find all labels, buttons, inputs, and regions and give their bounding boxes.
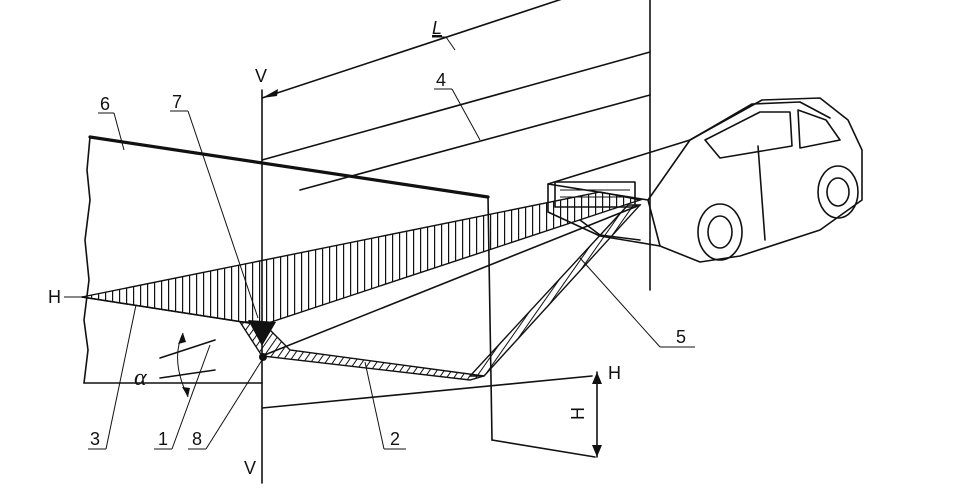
- angle-line-1: [159, 339, 216, 359]
- ground-back-line: [299, 94, 651, 191]
- ground-line-front: [261, 375, 593, 409]
- callout-3: 3: [90, 429, 100, 449]
- angle-alpha: α: [134, 332, 216, 398]
- beam-hatched-upper: [81, 191, 643, 326]
- hood-line: [547, 139, 691, 201]
- beam-center-line: [261, 204, 641, 357]
- height-measure: H: [568, 371, 602, 458]
- distance-l: L: [262, 18, 456, 98]
- h-left-label: H: [48, 287, 61, 307]
- callout-7: 7: [172, 92, 182, 112]
- front-wheel: [697, 203, 743, 261]
- light-beam: [81, 191, 643, 381]
- door-line: [757, 145, 766, 241]
- distance-label: L: [432, 18, 442, 38]
- bumper: [579, 219, 641, 241]
- screen-top-edge: [88, 135, 490, 199]
- rear-wheel: [817, 165, 859, 219]
- grille: [554, 181, 636, 208]
- front-fender: [647, 199, 661, 247]
- callouts: 6 7 4 5 3 1 8 2: [88, 70, 695, 450]
- callout-4: 4: [436, 70, 446, 90]
- callout-1: 1: [158, 429, 168, 449]
- v-top-label: V: [255, 66, 267, 86]
- height-label: H: [568, 407, 588, 420]
- angle-line-2: [159, 369, 216, 379]
- ground-line-right: [491, 439, 596, 458]
- ground-plane: [261, 0, 651, 458]
- car-illustration: [547, 97, 863, 263]
- beam-apex: [248, 320, 276, 346]
- point-8-marker: [259, 353, 267, 361]
- window-rear: [797, 109, 841, 149]
- car-body-outline: [547, 97, 863, 263]
- distance-arrow-left: [262, 89, 278, 98]
- h-right-label: H: [608, 363, 621, 383]
- callout-6: 6: [100, 94, 110, 114]
- callout-5: 5: [676, 327, 686, 347]
- h-line-left: [81, 296, 263, 326]
- distance-mid-line: [261, 51, 651, 161]
- screen-left-edge: [83, 136, 91, 384]
- roof-line: [689, 101, 831, 141]
- v-bottom-label: V: [244, 458, 256, 478]
- callout-2: 2: [390, 429, 400, 449]
- distance-top-line: [261, 0, 562, 99]
- callout-8: 8: [192, 429, 202, 449]
- alpha-label: α: [134, 365, 147, 391]
- window-front: [704, 111, 793, 159]
